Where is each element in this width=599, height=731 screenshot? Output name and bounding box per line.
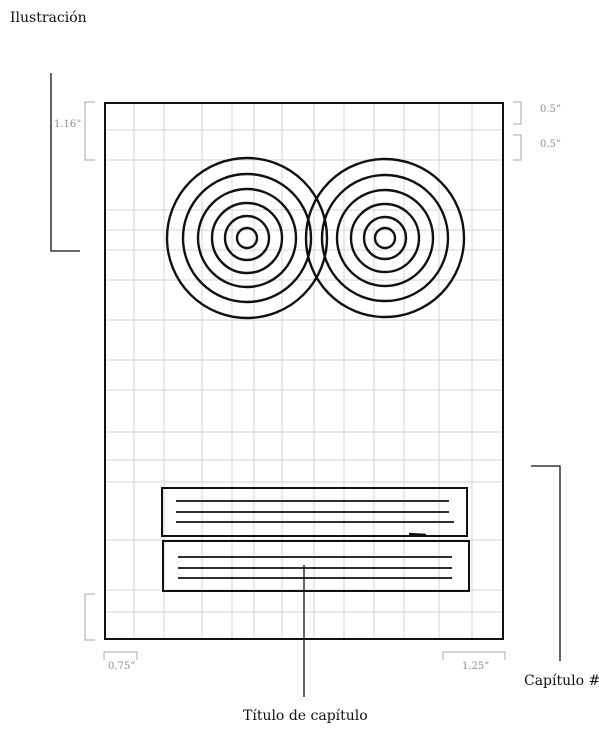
header-gap-measurement: 0.5” <box>540 139 562 150</box>
left-bottom-bracket <box>84 593 95 641</box>
right-top-bracket-1 <box>513 101 522 125</box>
chapter-number-callout-line <box>531 465 561 661</box>
chapter-title-block <box>162 540 470 592</box>
top-right-margin-measurement: 0.5” <box>540 104 562 115</box>
illustration-label: Ilustración <box>10 10 87 26</box>
chapter-number-label: Capítulo # <box>524 673 599 689</box>
left-concentric-circles <box>165 156 329 320</box>
measurement-brackets <box>84 101 522 660</box>
inner-margin-measurement: 0.75” <box>108 661 136 672</box>
outer-margin-measurement: 1.25” <box>462 661 490 672</box>
bottom-right-bracket <box>442 651 506 660</box>
top-margin-measurement: 1.16” <box>54 119 82 130</box>
layout-grid <box>104 102 504 640</box>
chapter-title-label: Título de capítulo <box>243 708 368 724</box>
left-top-bracket <box>84 101 95 161</box>
right-top-bracket-2 <box>513 134 522 161</box>
right-concentric-circles <box>304 157 466 319</box>
page-layout-sketch <box>104 102 504 640</box>
illustration-callout-line <box>50 73 80 252</box>
page-background <box>104 102 504 640</box>
bottom-left-bracket <box>103 651 138 660</box>
chapter-number-block <box>161 487 468 537</box>
